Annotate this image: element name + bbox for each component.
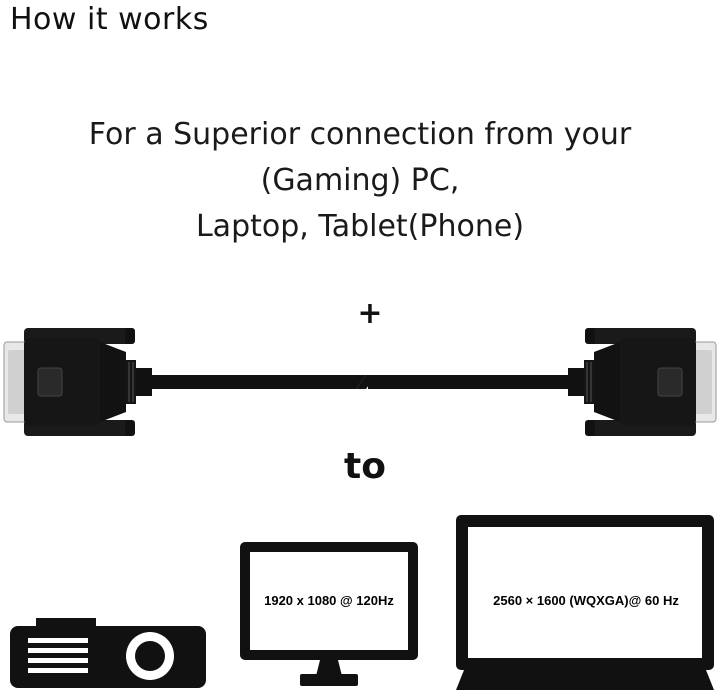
monitor-resolution: 1920 x 1080 @ 120Hz: [264, 593, 394, 608]
left-connector-icon: [3, 328, 152, 436]
right-connector-icon: [568, 328, 717, 436]
projector-icon: [10, 618, 206, 688]
plus-sign: +: [357, 296, 383, 331]
tv-icon: [456, 515, 714, 690]
tagline-line-1: For a Superior connection from your: [88, 117, 632, 152]
dvi-cable-icon: [3, 328, 717, 436]
tagline-line-3: Laptop, Tablet(Phone): [195, 209, 525, 244]
tv-resolution: 2560 × 1600 (WQXGA)@ 60 Hz: [493, 593, 679, 608]
monitor-icon: [240, 542, 418, 686]
tagline-line-2: (Gaming) PC,: [260, 163, 460, 198]
tagline: For a Superior connection from your (Gam…: [0, 112, 720, 250]
to-label: to: [344, 446, 386, 487]
page-title: How it works: [10, 2, 209, 37]
